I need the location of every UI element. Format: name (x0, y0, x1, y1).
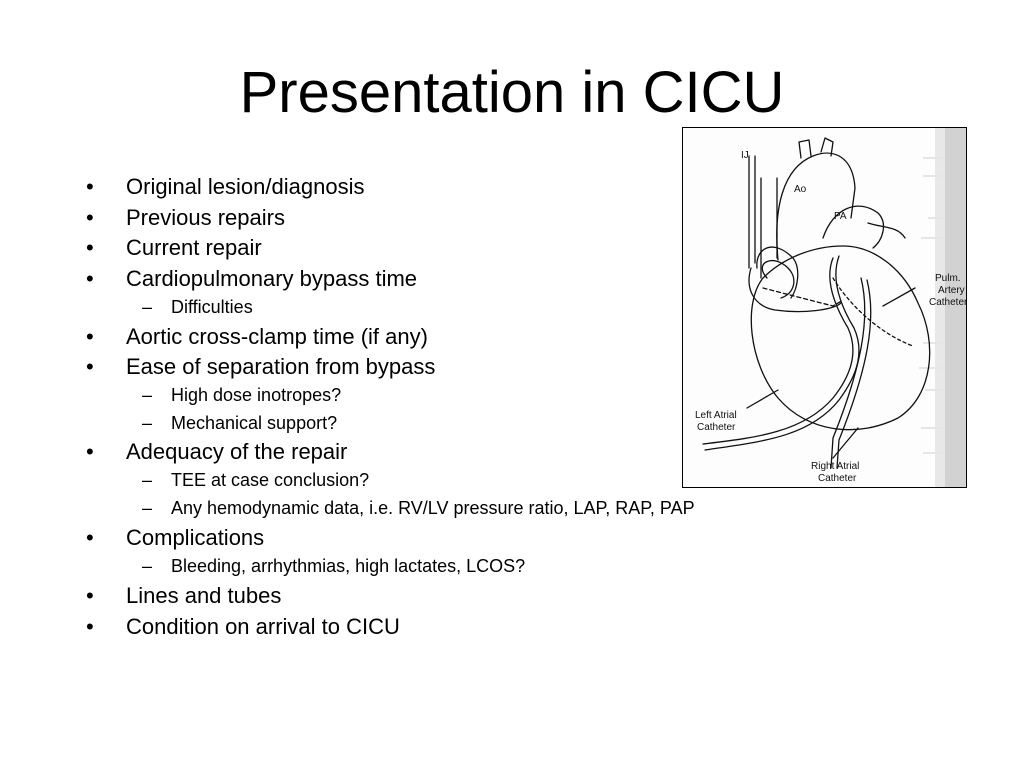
sub-marker: – (142, 385, 153, 405)
label-pulm-artery: Artery (938, 285, 965, 296)
la-leader (746, 389, 779, 409)
subitem-text: TEE at case conclusion? (171, 470, 370, 490)
slide-title: Presentation in CICU (239, 60, 785, 125)
pa-catheter-dashed (762, 287, 844, 307)
heart-catheter-diagram: IJ Ao PA Pulm. Artery Catheter Left Atri… (682, 127, 967, 488)
bullet-text: Lines and tubes (126, 583, 282, 608)
scan-edge-shadow (945, 128, 966, 487)
bullet-marker: • (86, 354, 94, 379)
bullet-text: Original lesion/diagnosis (126, 174, 365, 199)
label-ao: Ao (794, 184, 807, 195)
bullet-marker: • (86, 235, 94, 260)
sub-marker: – (142, 413, 153, 433)
left-atrial-catheter-b (704, 255, 860, 451)
subitem-text: Any hemodynamic data, i.e. RV/LV pressur… (171, 498, 695, 518)
bullet-text: Condition on arrival to CICU (126, 614, 400, 639)
sub-marker: – (142, 556, 153, 576)
bullet-marker: • (86, 614, 94, 639)
subitem-text: Bleeding, arrhythmias, high lactates, LC… (171, 556, 526, 576)
aorta-outline (776, 152, 856, 261)
svc-outline (760, 177, 778, 279)
bullet-marker: • (86, 324, 94, 349)
bullet-marker: • (86, 266, 94, 291)
pa-catheter-lower (748, 267, 842, 313)
pulmonary-artery-outline (822, 205, 885, 249)
pa-branch (867, 222, 906, 239)
heart-outline (750, 245, 931, 431)
bullet-text: Ease of separation from bypass (126, 354, 436, 379)
arch-vessels (798, 137, 834, 159)
ij-catheter (748, 155, 756, 269)
bullet-text: Adequacy of the repair (126, 439, 348, 464)
bullet-marker: • (86, 583, 94, 608)
pulm-leader (882, 287, 916, 307)
septum-line (832, 277, 914, 347)
bullet-marker: • (86, 174, 94, 199)
subitem-text: High dose inotropes? (171, 385, 342, 405)
heart-illustration: IJ Ao PA Pulm. Artery Catheter Left Atri… (695, 128, 967, 487)
label-right-atrial: Right Atrial (811, 461, 859, 472)
bullet-text: Cardiopulmonary bypass time (126, 266, 418, 291)
bullet-text: Aortic cross-clamp time (if any) (126, 324, 428, 349)
left-atrial-catheter-a (702, 257, 854, 445)
label-left-atrial-catheter: Catheter (697, 422, 736, 433)
bullet-text: Complications (126, 525, 265, 550)
background-text-bleed (919, 157, 945, 454)
scan-edge-gradient (935, 128, 945, 487)
bullet-marker: • (86, 205, 94, 230)
pa-catheter-loop (756, 246, 799, 299)
label-pulm: Pulm. (935, 273, 961, 284)
sub-marker: – (142, 297, 153, 317)
bullet-marker: • (86, 525, 94, 550)
sub-marker: – (142, 498, 153, 518)
label-ij: IJ (741, 150, 749, 161)
subitem-text: Mechanical support? (171, 413, 338, 433)
label-pulm-catheter: Catheter (929, 297, 967, 308)
bullet-marker: • (86, 439, 94, 464)
bullet-text: Current repair (126, 235, 262, 260)
ra-leader (832, 427, 859, 459)
right-atrial-catheter-b (836, 279, 872, 469)
sub-marker: – (142, 470, 153, 490)
label-left-atrial: Left Atrial (695, 410, 737, 421)
subitem-text: Difficulties (171, 297, 253, 317)
bullet-text: Previous repairs (126, 205, 285, 230)
atrial-appendage (761, 259, 795, 299)
label-right-atrial-catheter: Catheter (818, 473, 857, 484)
label-pa: PA (834, 211, 847, 222)
right-atrial-catheter-a (830, 277, 866, 469)
